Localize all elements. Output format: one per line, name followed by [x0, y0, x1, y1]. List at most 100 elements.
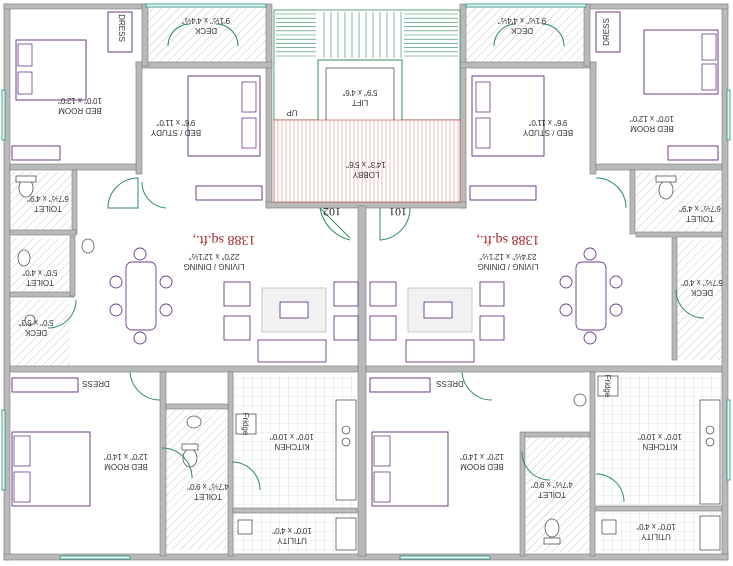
toilet-floor-r1 [636, 172, 722, 232]
svg-text:10'0" x 4'0": 10'0" x 4'0" [636, 522, 676, 531]
wardrobes [11, 11, 719, 393]
room-living-r: LIVING / DINING 23'4½" x 12'1½" [478, 252, 539, 271]
room-toilet-bl: TOILET 4'7½" x 9'0" [187, 482, 229, 501]
svg-text:DECK: DECK [24, 328, 47, 337]
svg-text:KITCHEN: KITCHEN [274, 442, 309, 451]
toilet-floor-l2 [10, 238, 70, 292]
deck-floor-tl [148, 6, 266, 66]
doors [47, 23, 705, 503]
windows [1, 3, 731, 560]
room-living-l: LIVING / DINING 22'0" x 12'1½" [184, 252, 245, 271]
room-bed-bl: BED ROOM 12'0" x 14'0" [104, 452, 148, 471]
svg-text:LIVING / DINING: LIVING / DINING [478, 262, 539, 271]
svg-text:102: 102 [323, 205, 341, 219]
svg-text:10'0" x 12'0": 10'0" x 12'0" [630, 114, 674, 123]
deck-floor-r [676, 240, 722, 360]
svg-text:BED ROOM: BED ROOM [630, 124, 674, 133]
svg-text:1388 sq.ft.,: 1388 sq.ft., [193, 232, 256, 247]
room-bed-tr: BED ROOM 10'0" x 12'0" [630, 114, 674, 133]
svg-text:UTILITY: UTILITY [640, 532, 670, 541]
svg-text:Fridge: Fridge [241, 413, 250, 436]
dress-label-tr: DRESS [602, 18, 611, 46]
room-kitchen-bl: KITCHEN 10'0" x 10'0" [270, 432, 314, 451]
svg-text:5'9" x 4'6": 5'9" x 4'6" [342, 88, 377, 97]
svg-text:BED ROOM: BED ROOM [58, 106, 102, 115]
svg-text:DRESS: DRESS [436, 379, 464, 388]
deck-floor-l [10, 300, 70, 366]
room-kitchen-br: KITCHEN 10'0" x 10'0" [638, 432, 682, 451]
living-furniture [109, 247, 623, 363]
room-toilet-l1: TOILET 6'7½" x 4'9" [27, 194, 69, 213]
room-toilet-l2: TOILET 5'0" x 4'0" [22, 268, 57, 287]
dress-label-tl: DRESS [117, 14, 126, 42]
room-lobby: LOBBY 14'3" x 5'6" [346, 160, 386, 179]
svg-text:DECK: DECK [690, 288, 713, 297]
svg-text:9'6" x 11'0": 9'6" x 11'0" [528, 118, 567, 127]
toilet-floor-br [526, 436, 594, 552]
svg-text:LOBBY: LOBBY [352, 170, 379, 179]
stair-up-label: UP [286, 108, 297, 117]
svg-text:10'0" x 10'0": 10'0" x 10'0" [270, 432, 314, 441]
svg-text:DRESS: DRESS [82, 379, 110, 388]
walls [3, 3, 729, 561]
room-utility-bl: UTILITY 10'0" x 4'0" [272, 526, 312, 545]
staircase [273, 9, 461, 131]
svg-text:BED ROOM: BED ROOM [460, 462, 504, 471]
kitchen-floor-bl [232, 374, 356, 508]
svg-text:6'7½" x 4'0": 6'7½" x 4'0" [681, 278, 723, 287]
room-deck-r: DECK 6'7½" x 4'0" [681, 278, 723, 297]
deck-floor-tr [466, 6, 584, 66]
room-bed-br: BED ROOM 12'0" x 14'0" [460, 452, 504, 471]
dress-label-br: DRESS [436, 379, 464, 388]
svg-text:DRESS: DRESS [602, 18, 611, 46]
svg-text:DECK: DECK [194, 26, 217, 35]
lobby-floor [273, 119, 461, 203]
svg-text:TOILET: TOILET [686, 214, 714, 223]
svg-text:4'7½" x 9'0": 4'7½" x 9'0" [531, 480, 573, 489]
room-bed-study-l: BED / STUDY 9'6" x 11'0" [150, 118, 201, 137]
unit-area-left: 1388 sq.ft., [193, 232, 256, 247]
toilet-floor-bl [166, 410, 228, 550]
room-toilet-r1: TOILET 6'7½" x 4'9" [679, 204, 721, 223]
room-bed-study-r: BED / STUDY 9'6" x 11'0" [522, 118, 573, 137]
svg-text:DRESS: DRESS [117, 14, 126, 42]
unit-number-left: 102 [323, 205, 341, 219]
svg-text:TOILET: TOILET [538, 490, 566, 499]
svg-text:12'0" x 14'0": 12'0" x 14'0" [104, 452, 148, 461]
svg-text:6'7½" x 4'9": 6'7½" x 4'9" [27, 194, 69, 203]
svg-text:1388 sq.ft.,: 1388 sq.ft., [477, 232, 540, 247]
svg-text:UTILITY: UTILITY [276, 536, 306, 545]
svg-text:12'0" x 14'0": 12'0" x 14'0" [460, 452, 504, 461]
utility-floor-bl [232, 512, 356, 556]
dress-label-bl: DRESS [82, 379, 110, 388]
svg-text:9'6" x 11'0": 9'6" x 11'0" [156, 118, 195, 127]
svg-text:DECK: DECK [510, 26, 533, 35]
svg-text:BED ROOM: BED ROOM [104, 462, 148, 471]
fixtures [15, 175, 721, 551]
svg-text:101: 101 [389, 205, 407, 219]
svg-text:4'7½" x 9'0": 4'7½" x 9'0" [187, 482, 229, 491]
svg-text:LIFT: LIFT [352, 98, 369, 107]
room-deck-l: DECK 5'0" x 5'3" [18, 318, 53, 337]
svg-text:5'0" x 5'3": 5'0" x 5'3" [18, 318, 53, 327]
room-labels: BED ROOM 10'0" x 12'0" BED / STUDY 9'6" … [18, 14, 722, 545]
room-deck-tr: DECK 9'1½" x 4'4½" [498, 16, 546, 35]
fridge-label-br: Fridge [603, 375, 612, 398]
svg-text:10'0" x 4'0": 10'0" x 4'0" [272, 526, 312, 535]
svg-text:TOILET: TOILET [34, 204, 62, 213]
fridge-label-bl: Fridge [241, 413, 250, 436]
unit-area-right: 1388 sq.ft., [477, 232, 540, 247]
svg-text:6'7½" x 4'9": 6'7½" x 4'9" [679, 204, 721, 213]
svg-text:14'3" x 5'6": 14'3" x 5'6" [346, 160, 386, 169]
room-bed-tl: BED ROOM 10'0" x 12'0" [58, 96, 102, 115]
svg-text:BED / STUDY: BED / STUDY [150, 128, 201, 137]
svg-text:Fridge: Fridge [603, 375, 612, 398]
beds [11, 29, 719, 507]
svg-text:5'0" x 4'0": 5'0" x 4'0" [22, 268, 57, 277]
room-deck-tl: DECK 9'1½" x 4'4½" [182, 16, 230, 35]
svg-text:KITCHEN: KITCHEN [642, 442, 677, 451]
svg-text:BED / STUDY: BED / STUDY [522, 128, 573, 137]
unit-number-right: 101 [389, 205, 407, 219]
svg-text:TOILET: TOILET [26, 278, 54, 287]
